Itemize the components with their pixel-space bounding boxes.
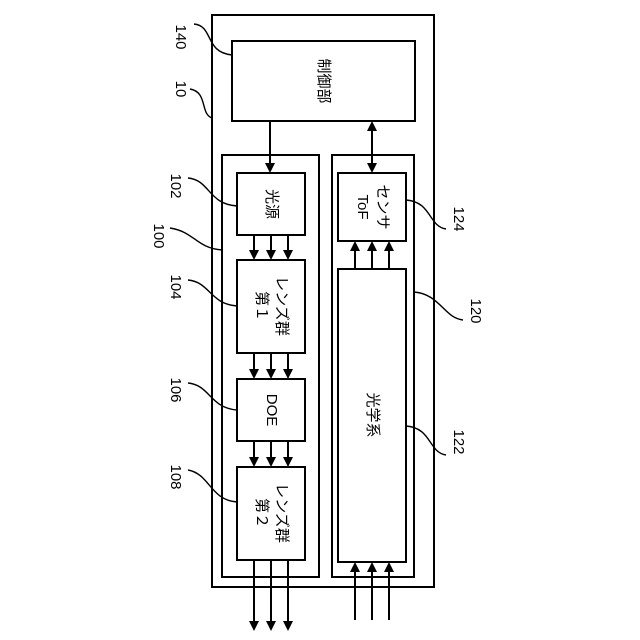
ref-140: 140 (172, 24, 189, 49)
ref-104: 104 (167, 274, 184, 299)
doe-label: DOE (263, 394, 280, 427)
tof-sensor-line2: センサ (374, 184, 391, 229)
lens-group-1-line2: レンズ群 (273, 276, 290, 336)
ref-102: 102 (167, 173, 184, 198)
ref-108: 108 (167, 464, 184, 489)
leader-10 (190, 89, 212, 118)
controller-label: 制御部 (315, 58, 332, 103)
ref-122: 122 (450, 429, 467, 454)
lens-group-2-line2: レンズ群 (273, 483, 290, 543)
lens-group-2-line1: 第２ (253, 498, 271, 528)
ref-100: 100 (150, 223, 167, 248)
lens-group-1-line1: 第１ (253, 291, 271, 321)
optical-system-label: 光学系 (364, 392, 381, 437)
ref-106: 106 (167, 377, 184, 402)
ref-120: 120 (467, 298, 484, 323)
light-source-label: 光源 (263, 189, 280, 219)
ref-124: 124 (450, 206, 467, 231)
arrows-incoming-light (350, 562, 394, 620)
tof-sensor-line1: ToF (354, 194, 371, 219)
ref-10: 10 (172, 81, 189, 98)
